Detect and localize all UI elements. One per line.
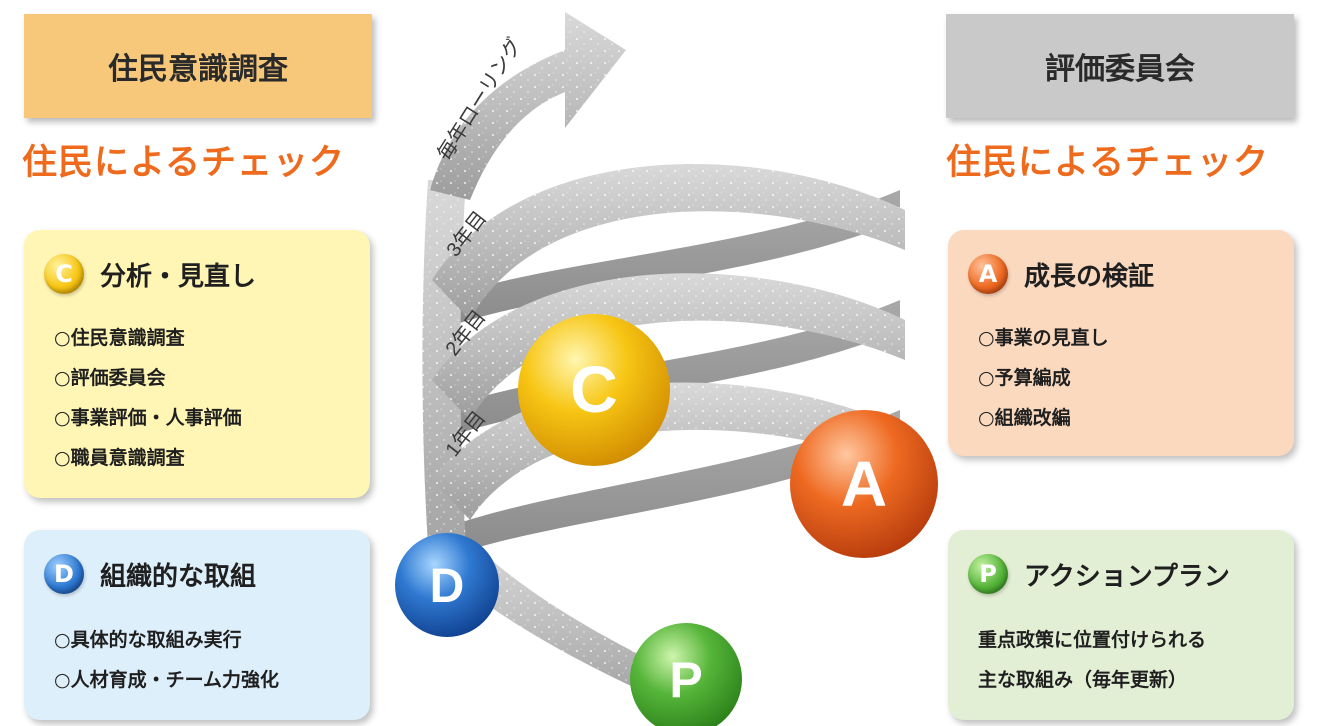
list-item: ○組織改編 xyxy=(978,407,1071,429)
list-item: ○事業評価・人事評価 xyxy=(54,407,242,429)
sphere-p: P xyxy=(630,623,742,726)
a-badge-icon: A xyxy=(968,254,1008,294)
p-badge-icon: P xyxy=(968,554,1008,594)
card-c-list: ○住民意識調査 ○評価委員会 ○事業評価・人事評価 ○職員意識調査 xyxy=(54,318,242,478)
card-p-header: P アクションプラン xyxy=(968,554,1230,594)
card-a-header: A 成長の検証 xyxy=(968,254,1154,294)
sphere-p-letter: P xyxy=(669,652,702,708)
card-a-title: 成長の検証 xyxy=(1024,261,1155,292)
list-item: ○予算編成 xyxy=(978,367,1071,389)
pdca-spiral-diagram: 毎年ローリング 3年目 2年目 1年目 C A D P xyxy=(395,12,938,726)
list-item: ○評価委員会 xyxy=(54,367,166,389)
right-check-label: 住民によるチェック xyxy=(946,143,1269,183)
sphere-d: D xyxy=(395,533,499,637)
list-item: ○職員意識調査 xyxy=(54,447,185,469)
card-c-header: C 分析・見直し xyxy=(44,254,256,294)
card-a-list: ○事業の見直し ○予算編成 ○組織改編 xyxy=(978,318,1109,438)
left-header: 住民意識調査 xyxy=(24,14,372,118)
rolling-arrow xyxy=(430,12,626,200)
list-item: 主な取組み（毎年更新） xyxy=(978,669,1188,691)
sphere-c: C xyxy=(518,314,670,466)
list-item: ○人材育成・チーム力強化 xyxy=(54,669,280,691)
card-check-analysis: C 分析・見直し ○住民意識調査 ○評価委員会 ○事業評価・人事評価 ○職員意識… xyxy=(24,230,370,498)
card-d-title: 組織的な取組 xyxy=(100,561,257,592)
list-item: ○具体的な取組み実行 xyxy=(54,629,242,651)
sphere-d-letter: D xyxy=(430,560,465,613)
card-d-list: ○具体的な取組み実行 ○人材育成・チーム力強化 xyxy=(54,620,279,700)
card-plan-action: P アクションプラン 重点政策に位置付けられる 主な取組み（毎年更新） xyxy=(948,530,1294,720)
card-p-title: アクションプラン xyxy=(1024,561,1230,592)
right-header: 評価委員会 xyxy=(946,14,1294,118)
sphere-c-letter: C xyxy=(570,352,618,426)
card-c-title: 分析・見直し xyxy=(100,261,257,292)
d-badge-icon: D xyxy=(44,554,84,594)
list-item: ○事業の見直し xyxy=(978,327,1109,349)
sphere-a-letter: A xyxy=(841,448,887,520)
left-check-label: 住民によるチェック xyxy=(22,143,345,183)
list-item: 重点政策に位置付けられる xyxy=(978,629,1207,651)
sphere-a: A xyxy=(790,410,938,558)
card-act-verification: A 成長の検証 ○事業の見直し ○予算編成 ○組織改編 xyxy=(948,230,1294,456)
list-item: ○住民意識調査 xyxy=(54,327,185,349)
card-do-organization: D 組織的な取組 ○具体的な取組み実行 ○人材育成・チーム力強化 xyxy=(24,530,370,720)
c-badge-icon: C xyxy=(44,254,84,294)
card-p-list: 重点政策に位置付けられる 主な取組み（毎年更新） xyxy=(978,620,1206,700)
card-d-header: D 組織的な取組 xyxy=(44,554,256,594)
